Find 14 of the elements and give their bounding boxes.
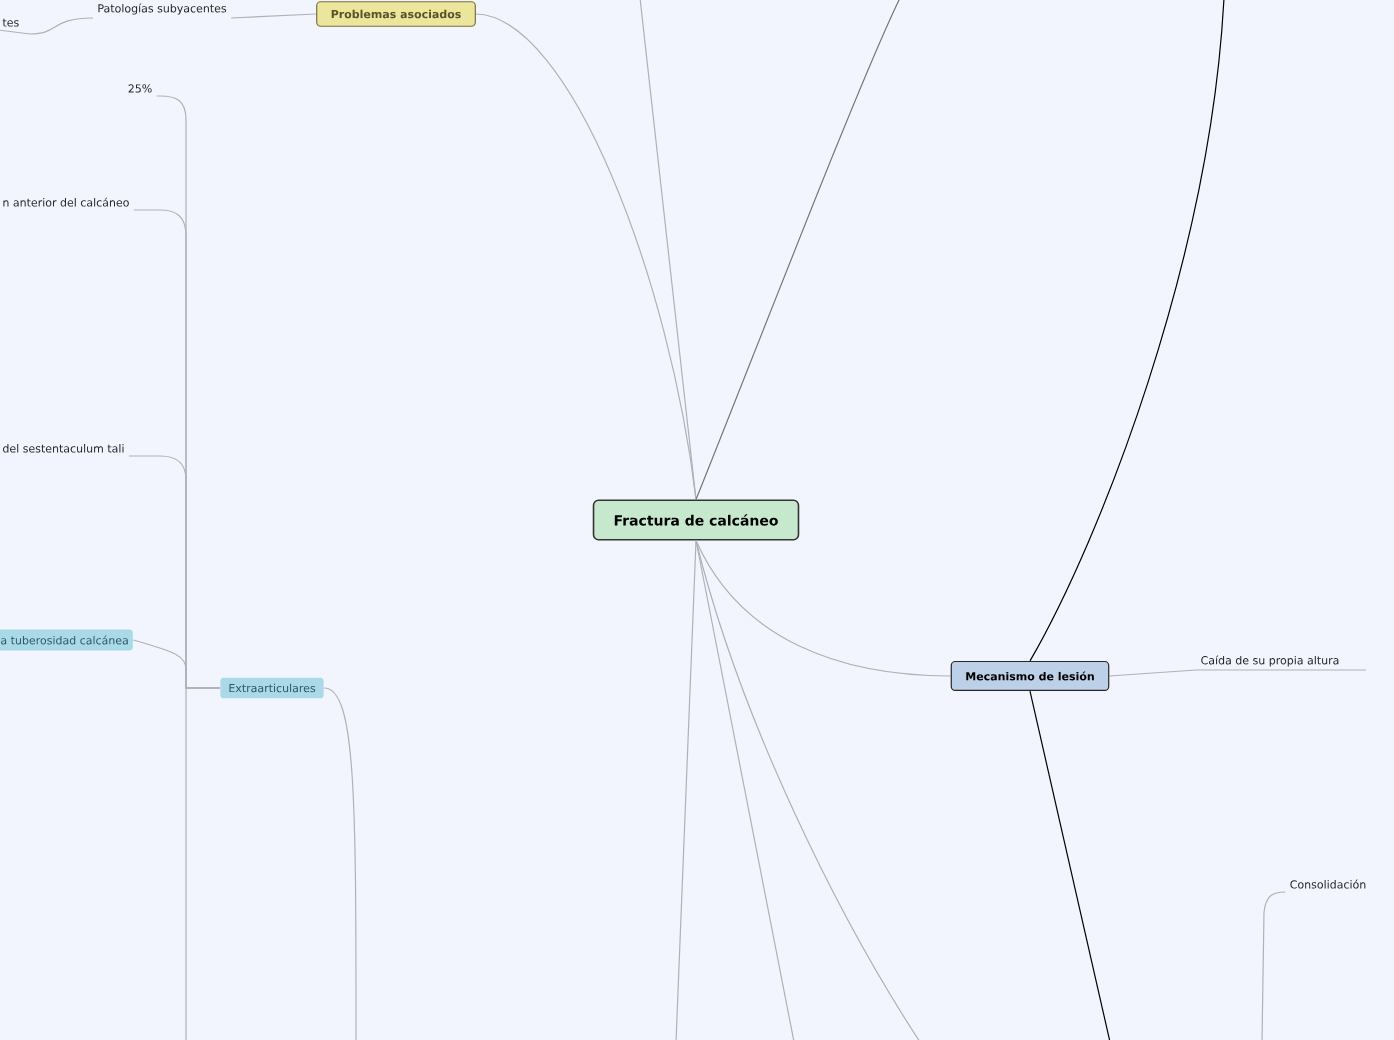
connector-line [695,0,901,501]
connector-line [675,539,697,1040]
connector-line [695,539,952,677]
connector-line [323,687,357,1040]
connector-line [230,13,317,19]
connector-line [1029,690,1111,1040]
connector-line [695,539,921,1040]
connector-line [185,687,221,1040]
connector-line [0,17,94,35]
connector-line [1108,669,1367,677]
connector-line [639,0,697,501]
connector-line [1261,891,1286,1040]
connector-line [1029,0,1225,662]
connector-line [695,539,795,1040]
